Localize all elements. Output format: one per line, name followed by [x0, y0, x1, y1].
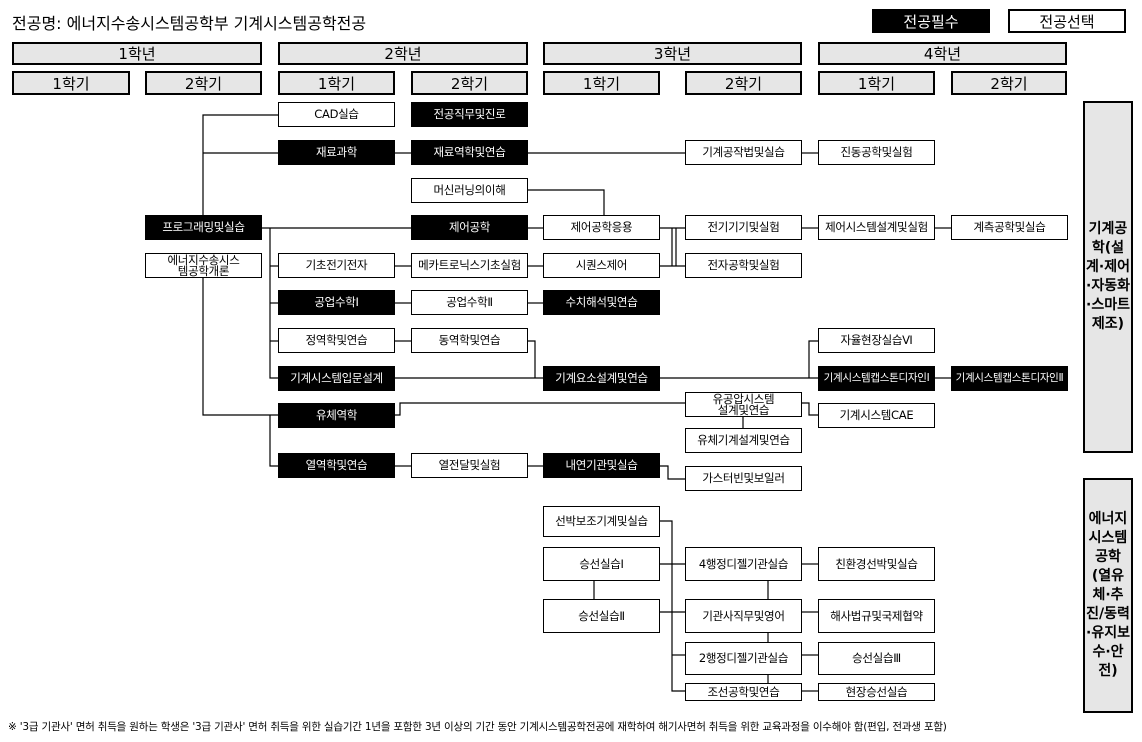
semester-header: 2학기	[685, 71, 802, 95]
course-numerical[interactable]: 수치해석및연습	[543, 290, 660, 315]
course-onboard1[interactable]: 승선실습Ⅰ	[543, 547, 660, 581]
course-onboard3[interactable]: 승선실습Ⅲ	[818, 642, 935, 675]
course-statics[interactable]: 정역학및연습	[278, 328, 395, 353]
year-4-header: 4학년	[818, 42, 1067, 65]
course-cae[interactable]: 기계시스템CAE	[818, 403, 935, 428]
course-math1[interactable]: 공업수학Ⅰ	[278, 290, 395, 315]
course-capstone2[interactable]: 기계시스템캡스톤디자인Ⅱ	[951, 366, 1068, 391]
course-control-app[interactable]: 제어공학응용	[543, 215, 660, 240]
course-mech-materials[interactable]: 재료역학및연습	[411, 140, 528, 165]
legend-required: 전공필수	[872, 9, 990, 33]
course-career[interactable]: 전공직무및진로	[411, 102, 528, 127]
track-energy: 에너지시스템공학(열유체·추진/동력·유지보수·안전)	[1083, 478, 1133, 713]
course-vibration[interactable]: 진동공학및실험	[818, 140, 935, 165]
course-mechatronics[interactable]: 메카트로닉스기초실험	[411, 253, 528, 278]
semester-header: 1학기	[278, 71, 395, 95]
year-2-header: 2학년	[278, 42, 528, 65]
course-ship-aux[interactable]: 선박보조기계및실습	[543, 506, 660, 537]
course-electronics[interactable]: 전자공학및실험	[685, 253, 802, 278]
course-materials[interactable]: 재료과학	[278, 140, 395, 165]
page-title: 전공명: 에너지수송시스템공학부 기계시스템공학전공	[12, 14, 367, 33]
course-thermo[interactable]: 열역학및연습	[278, 453, 395, 478]
course-basic-elec[interactable]: 기초전기전자	[278, 253, 395, 278]
legend-elective: 전공선택	[1008, 9, 1126, 33]
course-ml[interactable]: 머신러닝의이해	[411, 178, 528, 203]
semester-header: 1학기	[818, 71, 935, 95]
year-3-header: 3학년	[543, 42, 802, 65]
course-maritime-law[interactable]: 해사법규및국제협약	[818, 599, 935, 633]
course-ic-engine[interactable]: 내연기관및실습	[543, 453, 660, 478]
course-diesel4[interactable]: 4행정디젤기관실습	[685, 547, 802, 581]
semester-header: 1학기	[12, 71, 130, 95]
course-programming[interactable]: 프로그래밍및실습	[145, 215, 262, 240]
course-gas-turbine[interactable]: 가스터빈및보일러	[685, 466, 802, 491]
course-field-onboard[interactable]: 현장승선실습	[818, 683, 935, 701]
year-1-header: 1학년	[12, 42, 262, 65]
course-fluid-machine[interactable]: 유체기계설계및연습	[685, 428, 802, 453]
course-fluid[interactable]: 유체역학	[278, 403, 395, 428]
course-math2[interactable]: 공업수학Ⅱ	[411, 290, 528, 315]
course-intro-energy[interactable]: 에너지수송시스템공학개론	[145, 253, 262, 278]
course-measurement[interactable]: 계측공학및실습	[951, 215, 1068, 240]
semester-header: 1학기	[543, 71, 660, 95]
course-control[interactable]: 제어공학	[411, 215, 528, 240]
course-diesel2[interactable]: 2행정디젤기관실습	[685, 642, 802, 675]
course-capstone1[interactable]: 기계시스템캡스톤디자인Ⅰ	[818, 366, 935, 391]
course-engineer-english[interactable]: 기관사직무및영어	[685, 599, 802, 633]
course-hydraulic[interactable]: 유공압시스템설계및연습	[685, 392, 802, 417]
course-manufacturing[interactable]: 기계공작법및실습	[685, 140, 802, 165]
course-eco-ship[interactable]: 친환경선박및실습	[818, 547, 935, 581]
footnote: ※ '3급 기관사' 면허 취득을 원하는 학생은 '3급 기관사' 면허 취득…	[8, 721, 947, 733]
track-mechanical: 기계공학(설계·제어·자동화·스마트제조)	[1083, 101, 1133, 453]
semester-header: 2학기	[145, 71, 262, 95]
course-electric-machine[interactable]: 전기기기및실험	[685, 215, 802, 240]
course-cad[interactable]: CAD실습	[278, 102, 395, 127]
course-control-design[interactable]: 제어시스템설계및실험	[818, 215, 935, 240]
course-field-practice[interactable]: 자율현장실습Ⅵ	[818, 328, 935, 353]
course-heat-transfer[interactable]: 열전달및실험	[411, 453, 528, 478]
course-sequence[interactable]: 시퀀스제어	[543, 253, 660, 278]
course-intro-design[interactable]: 기계시스템입문설계	[278, 366, 395, 391]
course-machine-element[interactable]: 기계요소설계및연습	[543, 366, 660, 391]
semester-header: 2학기	[411, 71, 528, 95]
course-onboard2[interactable]: 승선실습Ⅱ	[543, 599, 660, 633]
semester-header: 2학기	[951, 71, 1067, 95]
course-shipbuilding[interactable]: 조선공학및연습	[685, 683, 802, 701]
course-dynamics[interactable]: 동역학및연습	[411, 328, 528, 353]
